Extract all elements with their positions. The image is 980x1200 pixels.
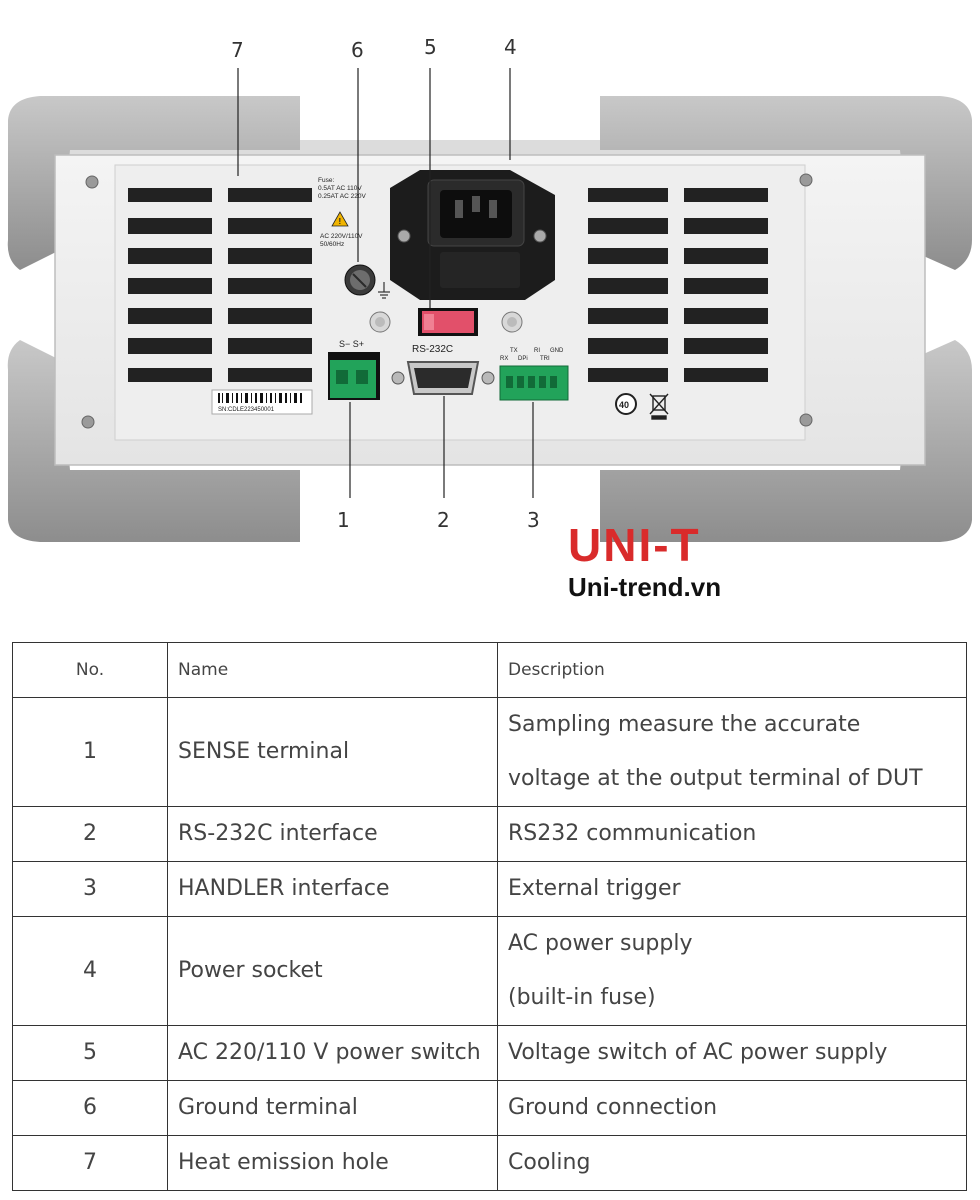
description-line: AC power supply <box>508 931 693 956</box>
table-row: 4 Power socket AC power supply (built-in… <box>12 916 967 1026</box>
row-description: Voltage switch of AC power supply <box>497 1025 967 1081</box>
bumper-top-right <box>600 96 972 270</box>
rs232-connector: RS-232C <box>391 344 495 395</box>
eco-badge-icon: 40 <box>615 393 637 415</box>
description-line: voltage at the output terminal of DUT <box>508 766 923 791</box>
callout-number-2: 2 <box>437 508 450 532</box>
callout-number-1: 1 <box>337 508 350 532</box>
sense-terminal: S− S+ <box>328 339 380 400</box>
table-row: 5 AC 220/110 V power switch Voltage swit… <box>12 1025 967 1081</box>
row-name: Power socket <box>167 916 498 1026</box>
row-number: 4 <box>12 916 168 1026</box>
ac-rating-label: AC 220V/110V 50/60Hz <box>320 233 363 248</box>
table-row: 7 Heat emission hole Cooling <box>12 1135 967 1191</box>
corner-screws <box>81 173 813 429</box>
fuse-line: 0.5AT AC 110V <box>318 185 362 192</box>
fuse-line: 0.25AT AC 220V <box>318 193 366 200</box>
handler-pin-label: RX <box>500 356 508 362</box>
row-number: 1 <box>12 697 168 807</box>
row-number: 6 <box>12 1080 168 1136</box>
handler-pin-label: DPi <box>518 356 528 362</box>
handler-connector: TX RX DPi RI TRI GND <box>499 348 569 401</box>
ground-terminal-icon <box>344 264 390 299</box>
interface-description-table: No. Name Description 1 SENSE terminal Sa… <box>12 642 967 1191</box>
rear-panel-drawing: Fuse: 0.5AT AC 110V 0.25AT AC 220V ! AC … <box>7 68 972 542</box>
serial-sticker: SN:CDLE223450001 <box>211 389 313 415</box>
column-header-name: Name <box>167 642 498 698</box>
bumper-top-left <box>7 96 300 270</box>
svg-text:!: ! <box>339 217 342 226</box>
handler-pin-label: GND <box>550 348 564 354</box>
callout-number-3: 3 <box>527 508 540 532</box>
voltage-switch <box>418 308 478 336</box>
description-line: (built-in fuse) <box>508 985 656 1010</box>
serial-number: SN:CDLE223450001 <box>218 407 275 413</box>
ac-line: AC 220V/110V <box>320 233 363 240</box>
row-description: External trigger <box>497 861 967 917</box>
bumper-bottom-left <box>7 340 300 542</box>
brand-logo: UNI-T Uni-trend.vn <box>568 522 768 606</box>
power-socket <box>390 170 555 300</box>
row-description: AC power supply (built-in fuse) <box>497 916 967 1026</box>
handler-pin-label: TRI <box>540 356 550 362</box>
row-name: HANDLER interface <box>167 861 498 917</box>
row-description: Sampling measure the accurate voltage at… <box>497 697 967 807</box>
row-name: Heat emission hole <box>167 1135 498 1191</box>
sense-label: S− S+ <box>339 339 364 349</box>
description-line: Sampling measure the accurate <box>508 712 861 737</box>
column-header-description: Description <box>497 642 967 698</box>
row-name: SENSE terminal <box>167 697 498 807</box>
bumper-bottom-right <box>600 340 972 542</box>
ac-line: 50/60Hz <box>320 241 344 248</box>
brand-website: Uni-trend.vn <box>568 572 722 602</box>
row-description: Ground connection <box>497 1080 967 1136</box>
table-row: 2 RS-232C interface RS232 communication <box>12 806 967 862</box>
callout-number-4: 4 <box>504 35 517 59</box>
row-number: 3 <box>12 861 168 917</box>
callout-number-7: 7 <box>231 38 244 62</box>
row-description: Cooling <box>497 1135 967 1191</box>
row-name: RS-232C interface <box>167 806 498 862</box>
row-name: Ground terminal <box>167 1080 498 1136</box>
handler-pin-label: RI <box>534 348 540 354</box>
mount-screws <box>369 311 523 333</box>
callout-lines <box>237 68 534 498</box>
row-number: 2 <box>12 806 168 862</box>
warning-icon: ! <box>331 211 349 227</box>
row-number: 7 <box>12 1135 168 1191</box>
table-header-row: No. Name Description <box>12 642 967 698</box>
fuse-label: Fuse: 0.5AT AC 110V 0.25AT AC 220V <box>318 177 366 200</box>
table-row: 6 Ground terminal Ground connection <box>12 1080 967 1136</box>
row-number: 5 <box>12 1025 168 1081</box>
handler-pin-label: TX <box>510 348 518 354</box>
table-row: 1 SENSE terminal Sampling measure the ac… <box>12 697 967 807</box>
callout-number-6: 6 <box>351 38 364 62</box>
callout-number-5: 5 <box>424 35 437 59</box>
vent-left <box>128 188 312 382</box>
column-header-no: No. <box>12 642 168 698</box>
row-name: AC 220/110 V power switch <box>167 1025 498 1081</box>
rear-panel-figure: Fuse: 0.5AT AC 110V 0.25AT AC 220V ! AC … <box>7 35 972 542</box>
vent-right <box>588 188 768 382</box>
fuse-line: Fuse: <box>318 177 334 184</box>
weee-bin-icon <box>649 393 669 420</box>
brand-name: UNI-T <box>568 519 701 571</box>
row-description: RS232 communication <box>497 806 967 862</box>
rs232-label: RS-232C <box>412 344 453 355</box>
eco-badge-number: 40 <box>619 400 629 410</box>
table-row: 3 HANDLER interface External trigger <box>12 861 967 917</box>
